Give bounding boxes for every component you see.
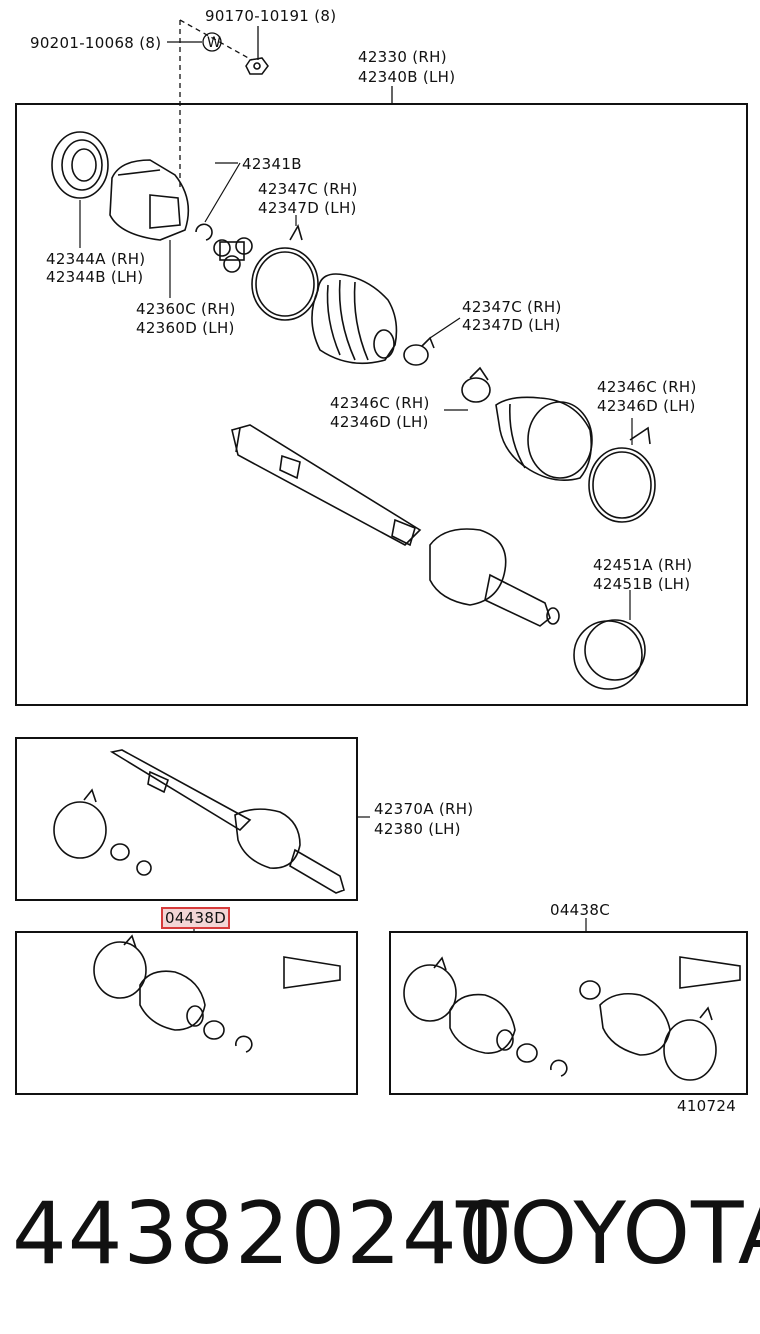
callout-dust-lh: 42451B (LH) — [593, 575, 691, 593]
outer-boot-icon — [495, 396, 593, 481]
callout-clamp4-lh: 42346D (LH) — [597, 397, 696, 415]
boot-clamp-large-icon — [251, 215, 319, 321]
callout-seal-rh: 42344A (RH) — [46, 250, 146, 268]
callout-shaft-rh: 42330 (RH) — [358, 48, 447, 66]
top-leader-lines — [167, 19, 393, 190]
callout-clamp4-rh: 42346C (RH) — [597, 378, 697, 396]
callout-assembly-lh: 42380 (LH) — [374, 820, 461, 838]
shaft-assembly-icon — [53, 749, 370, 894]
boot-clamp-outer-small-icon — [444, 366, 491, 411]
footer-part-number: 443820240 — [12, 1184, 514, 1284]
callout-clamp3-rh: 42346C (RH) — [330, 394, 430, 412]
footer-brand: TOYOTA — [456, 1184, 760, 1284]
washer-symbol-circle — [202, 32, 222, 52]
inner-boot-icon — [311, 273, 398, 365]
snap-ring-icon — [195, 162, 241, 241]
callout-clamp3-lh: 42346D (LH) — [330, 413, 429, 431]
kit-04438d-parts-icon — [93, 924, 341, 1053]
kit-04438c-frame — [389, 931, 748, 1095]
callout-clamp1-rh: 42347C (RH) — [258, 180, 358, 198]
boot-clamp-small-icon — [403, 317, 461, 366]
callout-snap-ring: 42341B — [242, 155, 302, 173]
callout-clamp1-lh: 42347D (LH) — [258, 199, 357, 217]
nut-icon — [245, 57, 269, 75]
shaft-assembly-frame — [15, 737, 358, 901]
kit-04438d-frame — [15, 931, 358, 1095]
callout-kit-04438c: 04438C — [550, 901, 610, 919]
drive-shaft-icon — [231, 424, 422, 547]
callout-shaft-lh: 42340B (LH) — [358, 68, 456, 86]
callout-tulip-lh: 42360D (LH) — [136, 319, 235, 337]
callout-dust-rh: 42451A (RH) — [593, 556, 693, 574]
callout-bolt: 90201-10068 (8) — [30, 34, 162, 52]
callout-seal-lh: 42344B (LH) — [46, 268, 144, 286]
drawing-number: 410724 — [677, 1097, 737, 1115]
tripod-joint-icon — [213, 237, 253, 273]
callout-clamp2-lh: 42347D (LH) — [462, 316, 561, 334]
callout-assembly-rh: 42370A (RH) — [374, 800, 474, 818]
callout-tulip-rh: 42360C (RH) — [136, 300, 236, 318]
main-assembly-frame — [15, 103, 748, 706]
boot-clamp-outer-large-icon — [588, 418, 656, 523]
tulip-housing-icon — [109, 159, 190, 298]
kit-04438c-parts-icon — [403, 918, 741, 1081]
callout-kit-04438d[interactable]: 04438D — [161, 907, 231, 929]
washer-symbol: W — [207, 35, 222, 51]
callout-nut: 90170-10191 (8) — [205, 7, 337, 25]
dust-deflector-icon — [573, 590, 646, 690]
outer-cv-joint-icon — [429, 528, 560, 627]
callout-clamp2-rh: 42347C (RH) — [462, 298, 562, 316]
oil-seal-icon — [51, 131, 109, 248]
